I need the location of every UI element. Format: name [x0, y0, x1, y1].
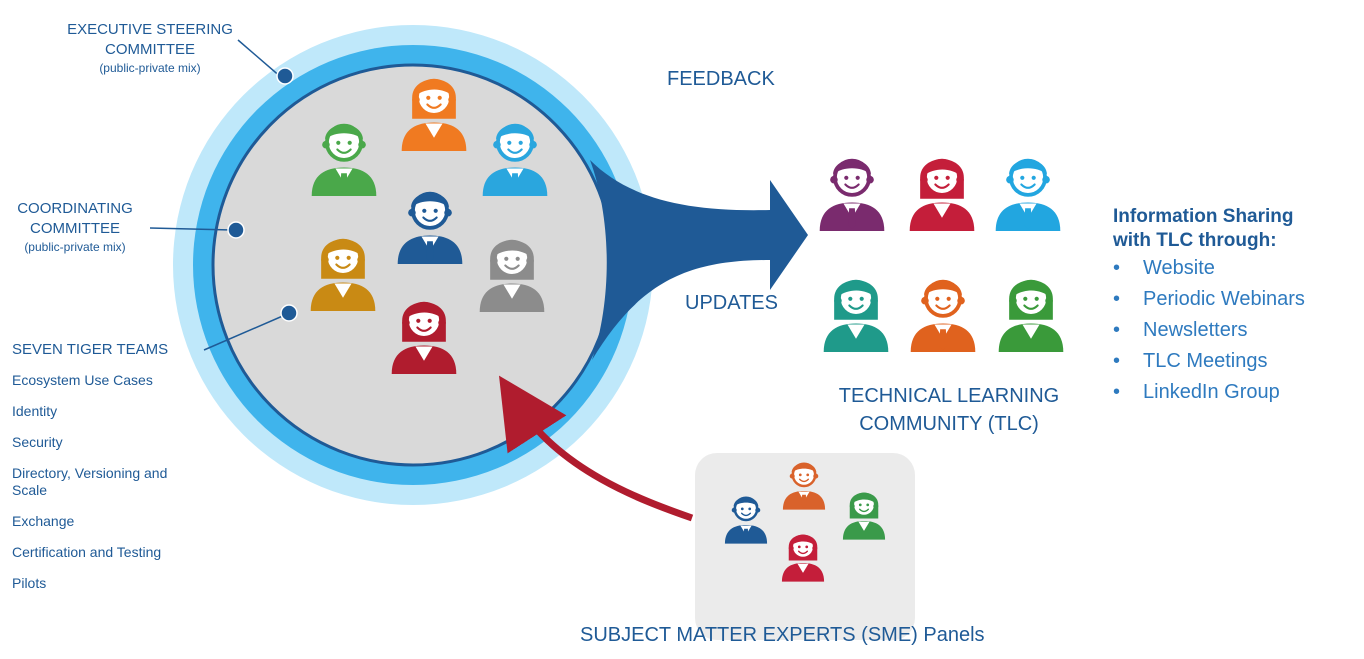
feedback-updates-arrow — [590, 160, 808, 360]
woman-person-icon — [781, 534, 825, 582]
updates-label: UPDATES — [685, 292, 778, 314]
exec-committee-label-2: COMMITTEE — [105, 41, 195, 58]
tiger-team-item: Pilots — [12, 575, 47, 591]
inner-circle-people — [310, 78, 548, 374]
exec-dot — [276, 67, 294, 85]
tiger-team-item: Certification and Testing — [12, 544, 162, 560]
tiger-team-item: Ecosystem Use Cases — [12, 372, 153, 388]
woman-person-icon — [391, 301, 457, 374]
tlc-people — [819, 158, 1064, 352]
info-heading-2: with TLC through: — [1113, 230, 1277, 251]
woman-person-icon — [310, 238, 376, 311]
exec-committee-label-1: EXECUTIVE STEERING — [67, 21, 233, 38]
feedback-label: FEEDBACK — [667, 68, 775, 90]
leader-lines — [149, 39, 298, 351]
info-item: •LinkedIn Group — [1113, 381, 1280, 403]
sme-people — [724, 462, 886, 582]
man-person-icon — [311, 123, 377, 196]
info-item: •Newsletters — [1113, 319, 1248, 341]
tiger-dot — [280, 304, 298, 322]
tiger-teams-title: SEVEN TIGER TEAMS — [12, 341, 169, 358]
tiger-team-item: Directory, Versioning and — [12, 465, 168, 481]
man-person-icon — [995, 158, 1061, 231]
sme-label: SUBJECT MATTER EXPERTS (SME) Panels — [580, 624, 985, 646]
man-person-icon — [782, 462, 826, 510]
woman-person-icon — [823, 279, 889, 352]
tiger-team-item: Security — [12, 434, 63, 450]
man-person-icon — [819, 158, 885, 231]
coord-committee-sub: (public-private mix) — [24, 240, 126, 254]
core-circle — [211, 63, 615, 467]
man-person-icon — [910, 279, 976, 352]
tiger-teams-list: Ecosystem Use Cases Identity Security Di… — [12, 372, 167, 592]
coord-committee-label-1: COORDINATING — [17, 200, 133, 217]
tlc-label-2: COMMUNITY (TLC) — [859, 413, 1039, 435]
info-heading-1: Information Sharing — [1113, 206, 1294, 227]
man-person-icon — [397, 191, 463, 264]
tiger-team-item: Exchange — [12, 513, 75, 529]
exec-committee-sub: (public-private mix) — [99, 61, 201, 75]
sme-arrow — [498, 375, 694, 522]
info-item: •TLC Meetings — [1113, 350, 1268, 372]
tiger-team-item: Scale — [12, 482, 48, 498]
tlc-label-1: TECHNICAL LEARNING — [838, 385, 1060, 407]
tiger-team-item: Identity — [12, 403, 58, 419]
info-item: •Periodic Webinars — [1113, 288, 1305, 310]
info-item: •Website — [1113, 257, 1215, 279]
man-person-icon — [482, 123, 548, 196]
coord-dot — [227, 221, 245, 239]
woman-person-icon — [842, 492, 886, 540]
coord-committee-label-2: COMMITTEE — [30, 220, 120, 237]
man-person-icon — [724, 496, 768, 544]
woman-person-icon — [401, 78, 467, 151]
woman-person-icon — [479, 239, 545, 312]
info-sharing: Information Sharing with TLC through: •W… — [1113, 205, 1305, 408]
woman-person-icon — [909, 158, 975, 231]
woman-person-icon — [998, 279, 1064, 352]
